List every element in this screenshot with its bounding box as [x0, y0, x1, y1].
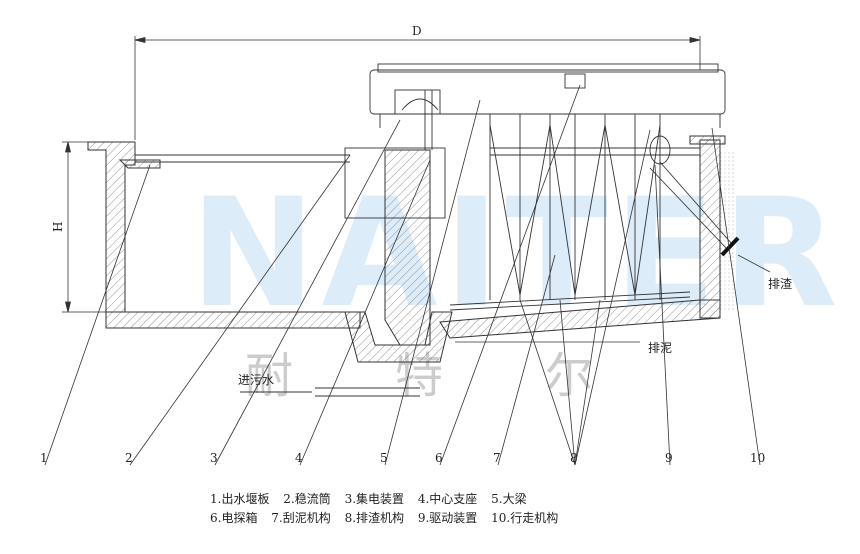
- label-sludge-discharge: 排泥: [648, 341, 672, 355]
- legend-item: 3.集电装置: [344, 492, 405, 506]
- legend: 1.出水堰板 2.稳流筒 3.集电装置 4.中心支座 5.大梁 6.电探箱 7.…: [210, 490, 690, 528]
- legend-item: 5.大梁: [491, 492, 527, 506]
- slag-leader: [737, 254, 771, 273]
- legend-row-2: 6.电探箱 7.刮泥机构 8.排渣机构 9.驱动装置 10.行走机构: [210, 509, 690, 528]
- legend-item: 8.排渣机构: [344, 511, 405, 525]
- legend-item: 10.行走机构: [491, 511, 559, 525]
- legend-item: 7.刮泥机构: [271, 511, 331, 525]
- callout-2: 2: [125, 451, 133, 465]
- dimension-h-label: H: [51, 222, 65, 232]
- callout-4: 4: [295, 451, 303, 465]
- callout-5: 5: [380, 451, 388, 465]
- callout-9: 9: [665, 451, 673, 465]
- legend-item: 9.驱动装置: [417, 511, 478, 525]
- label-sewage-inlet: 进污水: [238, 373, 274, 387]
- soil-texture: [720, 150, 734, 310]
- leader-lines: [44, 84, 761, 466]
- legend-item: 6.电探箱: [210, 511, 258, 525]
- watermark: NAITER 耐 特 尔: [190, 167, 838, 404]
- watermark-char-3: 尔: [545, 348, 593, 404]
- dimension-d: [134, 36, 701, 140]
- dimension-d-label: D: [412, 24, 422, 38]
- label-slag-discharge: 排渣: [768, 277, 792, 291]
- legend-row-1: 1.出水堰板 2.稳流筒 3.集电装置 4.中心支座 5.大梁: [210, 490, 690, 509]
- dimension-h: [62, 141, 106, 313]
- callout-numbers: 1 2 3 4 5 6 7 8 9 10: [40, 451, 765, 465]
- callout-3: 3: [210, 451, 218, 465]
- slag-pipe-end: [720, 236, 740, 257]
- water-and-baffle: [135, 147, 700, 219]
- legend-item: 2.稳流筒: [283, 492, 331, 506]
- callout-1: 1: [40, 451, 48, 465]
- bridge-truss: [369, 63, 733, 330]
- callout-8: 8: [570, 451, 578, 465]
- callout-7: 7: [493, 451, 501, 465]
- legend-item: 4.中心支座: [417, 492, 478, 506]
- callout-10: 10: [750, 451, 765, 465]
- legend-item: 1.出水堰板: [210, 492, 270, 506]
- callout-6: 6: [435, 451, 443, 465]
